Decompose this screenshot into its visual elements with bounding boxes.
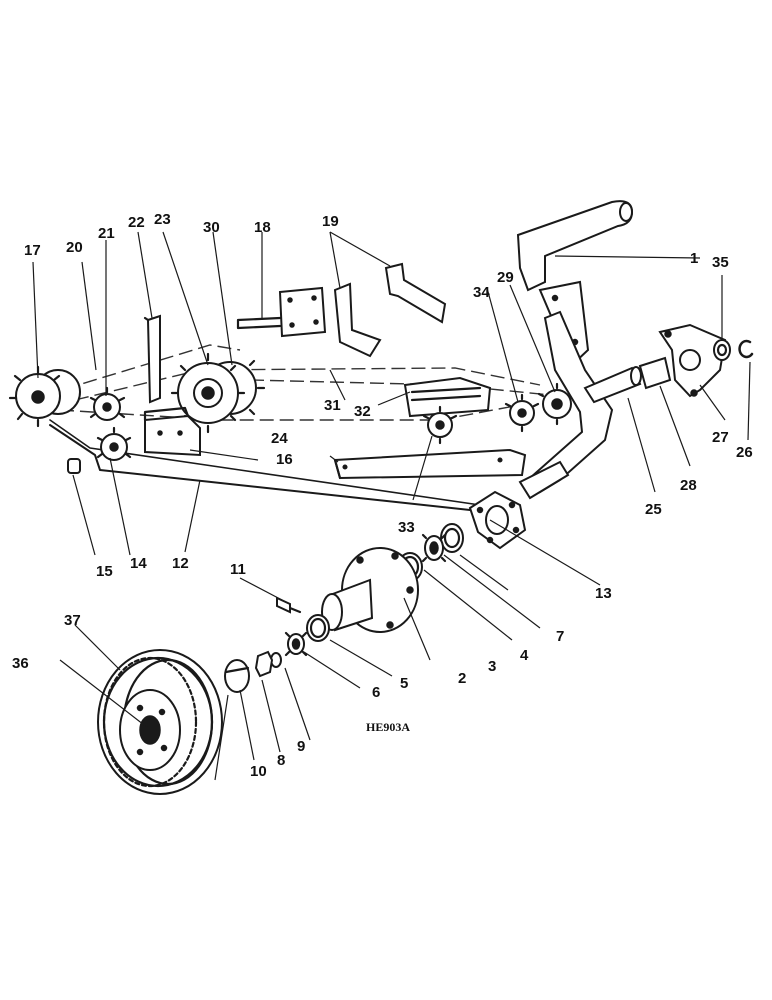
callout-23: 23 <box>154 211 171 228</box>
callout-22: 22 <box>128 214 145 231</box>
crank-arm-1 <box>516 200 634 292</box>
callout-30: 30 <box>203 219 220 236</box>
callout-24: 24 <box>271 430 288 447</box>
callout-13: 13 <box>595 585 612 602</box>
flange-27 <box>658 323 727 398</box>
callout-11: 11 <box>230 561 246 578</box>
idler-shaft-32 <box>403 376 492 418</box>
callout-21: 21 <box>98 225 115 242</box>
callout-2: 2 <box>458 670 466 687</box>
callout-31: 31 <box>324 397 341 414</box>
wheel-rim-36 <box>119 689 181 771</box>
bracket-22 <box>143 314 161 404</box>
callout-17: 17 <box>24 242 41 259</box>
callout-34: 34 <box>473 284 490 301</box>
callout-16: 16 <box>276 451 293 468</box>
spacer-15 <box>67 458 81 474</box>
callout-5: 5 <box>400 675 408 692</box>
callout-3: 3 <box>488 658 496 675</box>
channel-24 <box>333 448 527 480</box>
callout-36: 36 <box>12 655 29 672</box>
bushing-28 <box>638 356 672 390</box>
callout-32: 32 <box>354 403 371 420</box>
callout-29: 29 <box>497 269 514 286</box>
callout-10: 10 <box>250 763 267 780</box>
axle-tube-25 <box>518 310 614 500</box>
bearing-cup-5 <box>306 614 330 642</box>
callout-14: 14 <box>130 555 147 572</box>
callout-labels: 1 2 3 4 5 6 7 8 9 10 11 12 13 14 15 16 1… <box>12 211 753 780</box>
callout-20: 20 <box>66 239 83 256</box>
sprocket-21 <box>89 386 126 421</box>
seal-7 <box>440 523 464 553</box>
bearing-cone-4 <box>421 533 447 563</box>
bracket-16 <box>143 406 201 457</box>
callout-28: 28 <box>680 477 697 494</box>
spindle-shaft <box>583 366 642 404</box>
callout-26: 26 <box>736 444 753 461</box>
sprocket-34 <box>504 393 540 433</box>
callout-27: 27 <box>712 429 729 446</box>
callout-19: 19 <box>322 213 339 230</box>
angle-bracket-19b <box>384 262 447 324</box>
washer-35 <box>713 339 731 361</box>
callout-25: 25 <box>645 501 662 518</box>
callout-4: 4 <box>520 647 529 664</box>
bearing-cone-6 <box>284 631 308 657</box>
leader-lines <box>32 231 751 781</box>
drive-chains <box>44 344 551 511</box>
figure-reference-code: HE903A <box>366 720 410 734</box>
callout-15: 15 <box>96 563 113 580</box>
sprocket-17 <box>8 365 81 428</box>
sprocket-23-30 <box>170 352 266 434</box>
callout-1: 1 <box>690 250 698 267</box>
callout-6: 6 <box>372 684 380 701</box>
wheel-hub-2 <box>321 547 419 633</box>
nut-8 <box>254 650 274 678</box>
callout-9: 9 <box>297 738 305 755</box>
sprocket-33 <box>422 405 458 445</box>
dust-cap-10 <box>224 659 250 693</box>
angle-bracket-19a <box>333 282 382 358</box>
sprocket-29 <box>537 382 577 426</box>
callout-12: 12 <box>172 555 189 572</box>
callout-35: 35 <box>712 254 729 271</box>
callout-8: 8 <box>277 752 285 769</box>
callout-33: 33 <box>398 519 415 536</box>
callout-37: 37 <box>64 612 81 629</box>
callout-7: 7 <box>556 628 564 645</box>
snap-ring-26 <box>738 339 754 359</box>
bolt-11 <box>276 596 302 614</box>
callout-18: 18 <box>254 219 271 236</box>
bearing-housing-13 <box>468 490 527 550</box>
mounting-plate-18 <box>236 286 327 338</box>
sprocket-14 <box>96 426 132 461</box>
